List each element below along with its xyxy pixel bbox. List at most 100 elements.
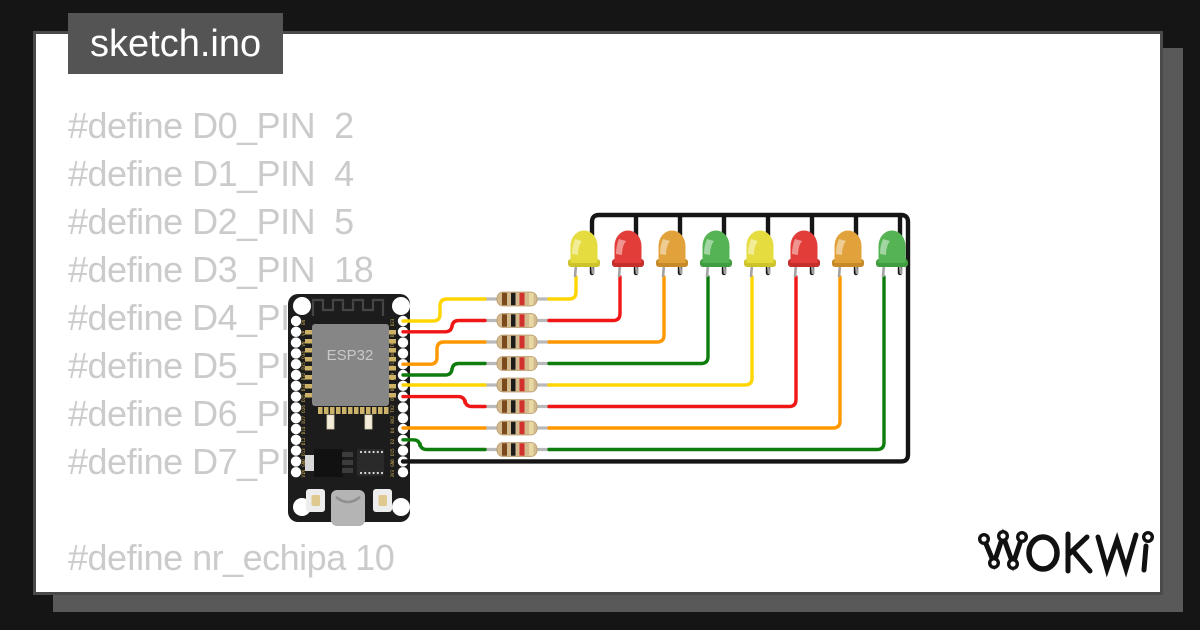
wire-green bbox=[547, 275, 886, 452]
resistor[interactable] bbox=[483, 313, 551, 328]
pin-pad bbox=[397, 337, 409, 348]
pin-pad bbox=[397, 413, 409, 424]
wire-red bbox=[547, 275, 622, 323]
code-line: #define D2_PIN 5 bbox=[68, 201, 354, 242]
resistor-band bbox=[529, 443, 534, 456]
code-line: #define D4_PIN bbox=[68, 297, 316, 338]
resistor-band bbox=[502, 335, 507, 349]
resistor-band bbox=[511, 335, 516, 349]
resistor-band bbox=[529, 314, 534, 327]
resistor-band bbox=[511, 421, 516, 435]
pin-pad bbox=[290, 467, 302, 478]
wire-yellow bbox=[547, 275, 754, 387]
resistor-band bbox=[529, 335, 534, 349]
mounting-hole bbox=[392, 498, 410, 516]
pin-pad bbox=[290, 445, 302, 456]
resistor-band bbox=[511, 357, 516, 370]
svg-text:D34: D34 bbox=[301, 351, 306, 359]
led-red[interactable] bbox=[788, 230, 820, 278]
pin-pad bbox=[290, 423, 302, 435]
wire-orange bbox=[401, 340, 487, 366]
pin-pad bbox=[397, 445, 409, 456]
led-yellow[interactable] bbox=[744, 230, 776, 278]
wire-yellow bbox=[401, 297, 487, 323]
wire-red bbox=[547, 275, 798, 409]
svg-text:TX2: TX2 bbox=[390, 405, 395, 413]
pin-pad bbox=[290, 315, 302, 327]
resistor-band bbox=[502, 400, 507, 413]
led-red[interactable] bbox=[612, 230, 644, 278]
wire-green bbox=[401, 361, 487, 377]
svg-text:D25: D25 bbox=[301, 394, 306, 402]
svg-text:EN: EN bbox=[301, 320, 306, 326]
svg-text:D5: D5 bbox=[390, 395, 395, 401]
resistor-band bbox=[519, 400, 525, 413]
resistor-band bbox=[502, 314, 507, 327]
svg-text:D33: D33 bbox=[301, 383, 306, 391]
resistor-band bbox=[519, 357, 525, 370]
svg-text:D22: D22 bbox=[390, 329, 395, 337]
pin-pad bbox=[397, 348, 409, 359]
code-line: #define D0_PIN 2 bbox=[68, 105, 354, 146]
svg-text:D2: D2 bbox=[390, 438, 395, 444]
chip-label: ESP32 bbox=[327, 347, 374, 364]
wire-orange bbox=[547, 275, 666, 344]
usb-connector bbox=[331, 490, 365, 526]
led-orange[interactable] bbox=[656, 230, 688, 278]
wire-orange bbox=[547, 275, 842, 430]
resistor-band bbox=[529, 378, 534, 392]
led-highlight bbox=[704, 239, 714, 255]
svg-text:D4: D4 bbox=[390, 428, 395, 434]
svg-text:D12: D12 bbox=[301, 437, 306, 445]
svg-text:RX2: RX2 bbox=[390, 415, 395, 423]
pin-pad bbox=[397, 467, 409, 478]
svg-text:D26: D26 bbox=[301, 405, 306, 413]
code-line: #define D1_PIN 4 bbox=[68, 153, 354, 194]
wokwi-logo bbox=[978, 528, 1154, 578]
led-yellow[interactable] bbox=[568, 230, 600, 278]
pin-pad bbox=[290, 391, 302, 402]
editor-canvas bbox=[33, 31, 1163, 595]
pin-pad bbox=[290, 380, 302, 391]
mounting-hole bbox=[392, 297, 410, 315]
resistor[interactable] bbox=[483, 420, 551, 436]
led-highlight bbox=[880, 239, 890, 255]
svg-text:D14: D14 bbox=[301, 426, 306, 434]
svg-text:D27: D27 bbox=[301, 415, 306, 423]
resistor-band bbox=[529, 292, 534, 306]
resistor[interactable] bbox=[483, 291, 551, 307]
wire-ground bbox=[400, 212, 911, 464]
wire-green bbox=[401, 438, 487, 452]
resistor-band bbox=[529, 421, 534, 435]
led-orange[interactable] bbox=[832, 230, 864, 278]
resistor[interactable] bbox=[483, 399, 551, 414]
pin-pad bbox=[290, 326, 302, 337]
resistor-band bbox=[502, 378, 507, 392]
pin-pad bbox=[397, 402, 409, 413]
svg-text:D15: D15 bbox=[390, 448, 395, 456]
led-green[interactable] bbox=[876, 230, 908, 278]
svg-text:VP: VP bbox=[301, 330, 306, 336]
svg-text:3V3: 3V3 bbox=[390, 469, 395, 477]
led-highlight bbox=[660, 239, 670, 255]
svg-text:D23: D23 bbox=[390, 318, 395, 326]
antenna-trace bbox=[311, 298, 385, 316]
resistor-band bbox=[511, 443, 516, 456]
resistor[interactable] bbox=[483, 377, 551, 393]
usb-uart-chip bbox=[357, 449, 384, 476]
led-green[interactable] bbox=[700, 230, 732, 278]
resistor[interactable] bbox=[483, 356, 551, 371]
resistor-band bbox=[529, 400, 534, 413]
filename-label: sketch.ino bbox=[90, 22, 262, 65]
svg-text:D13: D13 bbox=[301, 448, 306, 456]
pin-pad bbox=[290, 413, 302, 424]
svg-text:D18: D18 bbox=[390, 383, 395, 391]
pin-pad bbox=[290, 359, 302, 370]
filename-tab[interactable]: sketch.ino bbox=[68, 13, 284, 74]
pin-pad bbox=[290, 402, 302, 413]
resistor[interactable] bbox=[483, 334, 551, 350]
resistor[interactable] bbox=[483, 442, 551, 457]
